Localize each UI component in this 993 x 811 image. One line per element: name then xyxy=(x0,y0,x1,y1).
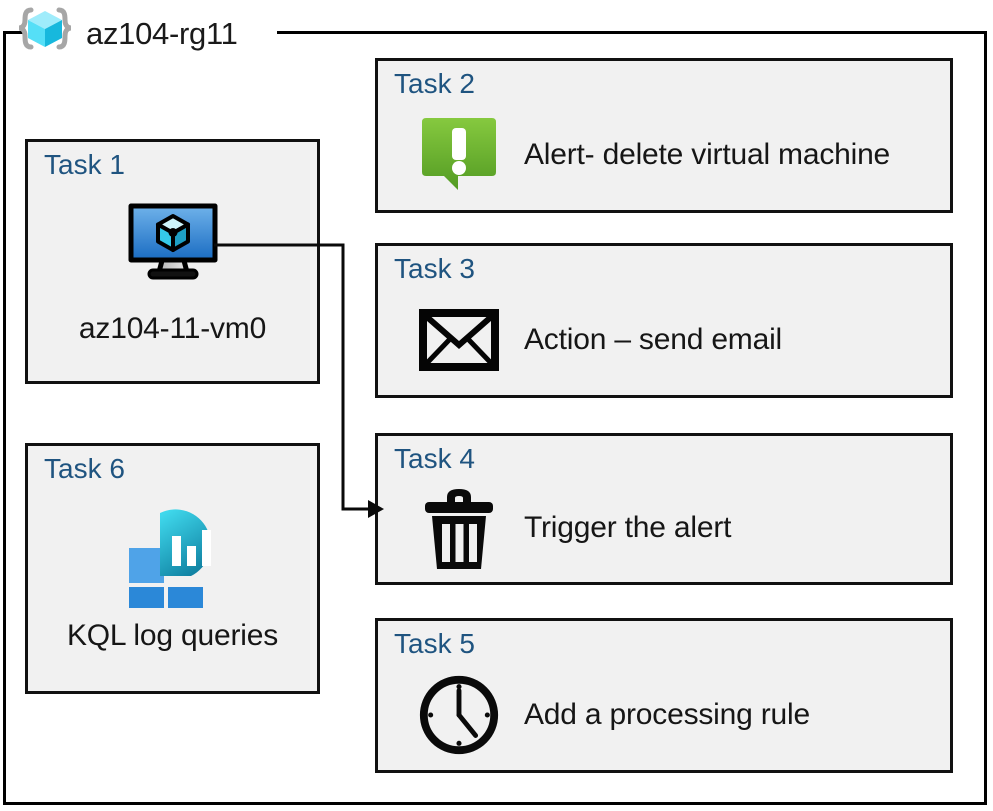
task-4-label: Task 4 xyxy=(394,443,475,474)
task-6-box[interactable]: Task 6 xyxy=(25,443,320,694)
task-4-body: Trigger the alert xyxy=(378,482,950,574)
task-5-body: Add a processing rule xyxy=(378,669,950,761)
task-4-box[interactable]: Task 4 Trigger the alert xyxy=(375,433,953,585)
task-2-text: Alert- delete virtual machine xyxy=(524,138,891,171)
task-6-icon-wrap xyxy=(28,504,317,622)
log-analytics-icon xyxy=(117,504,229,622)
task-6-caption: KQL log queries xyxy=(66,619,278,652)
task-2-label: Task 2 xyxy=(394,68,475,99)
task-6-label: Task 6 xyxy=(44,453,125,484)
virtual-machine-icon xyxy=(125,202,221,289)
task-3-text: Action – send email xyxy=(524,323,783,356)
task-1-box[interactable]: Task 1 xyxy=(25,139,320,384)
clock-icon xyxy=(416,671,502,759)
alert-bubble-icon xyxy=(416,116,502,194)
task-3-label: Task 3 xyxy=(394,253,475,284)
task-2-body: Alert- delete virtual machine xyxy=(378,109,950,201)
resource-group-header: az104-rg11 xyxy=(14,5,238,61)
task-5-text: Add a processing rule xyxy=(524,698,810,731)
envelope-icon xyxy=(416,309,502,371)
azure-resource-group-icon xyxy=(14,7,76,59)
resource-group-title: az104-rg11 xyxy=(86,15,238,51)
container-top-left-border xyxy=(3,31,25,34)
task-5-label: Task 5 xyxy=(394,628,475,659)
task-4-text: Trigger the alert xyxy=(524,511,732,544)
task-1-label: Task 1 xyxy=(44,149,125,180)
task-5-box[interactable]: Task 5 Add a processing rule xyxy=(375,618,953,773)
task-1-icon-wrap xyxy=(28,202,317,289)
task-1-caption: az104-11-vm0 xyxy=(78,312,267,345)
task-3-body: Action – send email xyxy=(378,294,950,386)
task-2-box[interactable]: Task 2 Alert- delete virtual machine xyxy=(375,58,953,213)
trash-can-icon xyxy=(416,485,502,571)
resource-group-container xyxy=(3,33,987,805)
task-3-box[interactable]: Task 3 Action – send email xyxy=(375,243,953,398)
container-top-right-border xyxy=(277,31,987,34)
